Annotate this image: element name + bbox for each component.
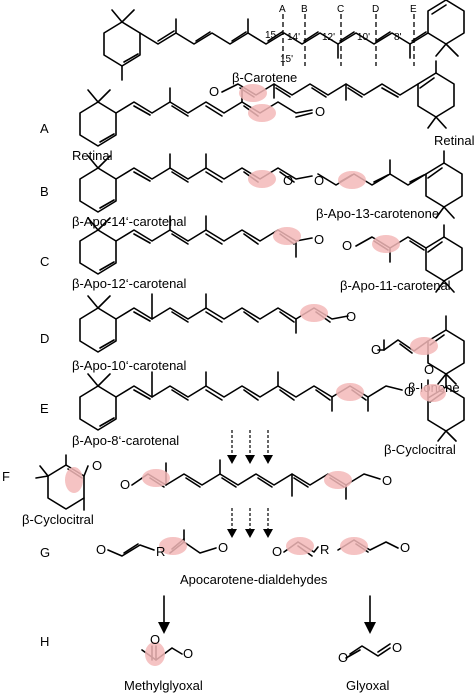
apo10-oxygen: O [346, 309, 356, 324]
dialdehyde-g-left-oxygen-2: O [218, 540, 228, 555]
dialdehyde-g-right-oxygen-1: O [272, 544, 282, 559]
cleavage-arrows-second [227, 508, 273, 538]
cleavage-label-a: A [279, 4, 286, 15]
ionone-structure [377, 315, 465, 385]
retinal-structure-right [221, 60, 455, 129]
apo8-label: β-Apo-8‘-carotenal [72, 433, 179, 448]
row-label-d: D [40, 331, 49, 346]
row-label-h: H [40, 634, 49, 649]
apo13-structure [317, 150, 463, 219]
cyclocitral-f-label: β-Cyclocitral [22, 512, 94, 527]
apo14-structure [79, 153, 313, 213]
cyclocitral-f-oxygen: O [92, 458, 102, 473]
position-15-prime: 15' [280, 54, 293, 65]
retinal-structure-left [79, 87, 313, 147]
ionone-oxygen: O [371, 342, 381, 357]
beta-carotene-label: β-Carotene [232, 70, 297, 85]
dialdehyde-g-right-oxygen-2: O [400, 540, 410, 555]
dialdehyde-g-left-r: R [156, 544, 165, 559]
position-10: 10' [357, 32, 370, 43]
methylglyoxal-structure [141, 642, 183, 666]
apo14-label: β-Apo-14‘-carotenal [72, 214, 187, 229]
apo11-oxygen: O [342, 238, 352, 253]
cyclocitral-e-label: β-Cyclocitral [384, 442, 456, 457]
dialdehyde-right-oxygen: O [382, 473, 392, 488]
methylglyoxal-label: Methylglyoxal [124, 678, 203, 693]
glyoxal-oxygen-2: O [392, 640, 402, 655]
cleavage-arrows-first [227, 430, 273, 464]
row-label-e: E [40, 401, 49, 416]
row-label-c: C [40, 254, 49, 269]
cyclocitral-e-oxygen: O [424, 362, 434, 377]
glyoxal-label: Glyoxal [346, 678, 389, 693]
dialdehydes-label: Apocarotene-dialdehydes [180, 572, 328, 587]
apo12-structure [79, 215, 313, 275]
beta-carotene-structure [103, 0, 465, 81]
apo8-structure [79, 371, 403, 431]
cleavage-site-lines [282, 14, 415, 66]
cleavage-label-b: B [301, 4, 308, 15]
row-label-g: G [40, 545, 50, 560]
dialdehyde-g-right-r: R [320, 542, 329, 557]
dialdehyde-g-left-oxygen-1: O [96, 542, 106, 557]
apo12-oxygen: O [314, 232, 324, 247]
apo12-label: β-Apo-12‘-carotenal [72, 276, 187, 291]
cleavage-label-e: E [410, 4, 417, 15]
apo14-oxygen: O [283, 173, 293, 188]
apo13-label: β-Apo-13-carotenone [316, 206, 439, 221]
retinal-right-label: Retinal [434, 133, 474, 148]
cyclocitral-structure-e [420, 375, 465, 442]
retinal-right-oxygen: O [209, 84, 219, 99]
degradation-arrows [158, 595, 376, 634]
apo13-oxygen: O [314, 173, 324, 188]
cyclocitral-structure-f [35, 454, 89, 511]
apo10-label: β-Apo-10‘-carotenal [72, 358, 187, 373]
position-8: 8' [394, 32, 402, 43]
dialdehyde-left-oxygen: O [120, 477, 130, 492]
apo8-oxygen: O [404, 384, 414, 399]
retinal-left-label: Retinal [72, 148, 113, 163]
apo10-structure [79, 293, 349, 353]
cleavage-label-d: D [372, 4, 379, 15]
apo11-structure [355, 224, 463, 293]
row-label-a: A [40, 121, 49, 136]
cleavage-label-c: C [337, 4, 344, 15]
position-15: 15 [265, 30, 277, 41]
apo11-label: β-Apo-11-carotenal [340, 278, 451, 293]
row-label-f: F [2, 469, 10, 484]
dialdehyde-g-left-structure [107, 529, 217, 557]
glyoxal-structure [345, 643, 391, 659]
position-14: 14' [287, 32, 300, 43]
retinal-left-oxygen: O [315, 104, 325, 119]
row-label-b: B [40, 184, 49, 199]
dialdehyde-g-right-structure [283, 537, 399, 557]
position-12: 12' [322, 32, 335, 43]
dialdehyde-long-structure [131, 459, 381, 500]
glyoxal-oxygen-1: O [338, 650, 348, 665]
methylglyoxal-oxygen-2: O [183, 646, 193, 661]
methylglyoxal-oxygen-1: O [150, 632, 160, 647]
